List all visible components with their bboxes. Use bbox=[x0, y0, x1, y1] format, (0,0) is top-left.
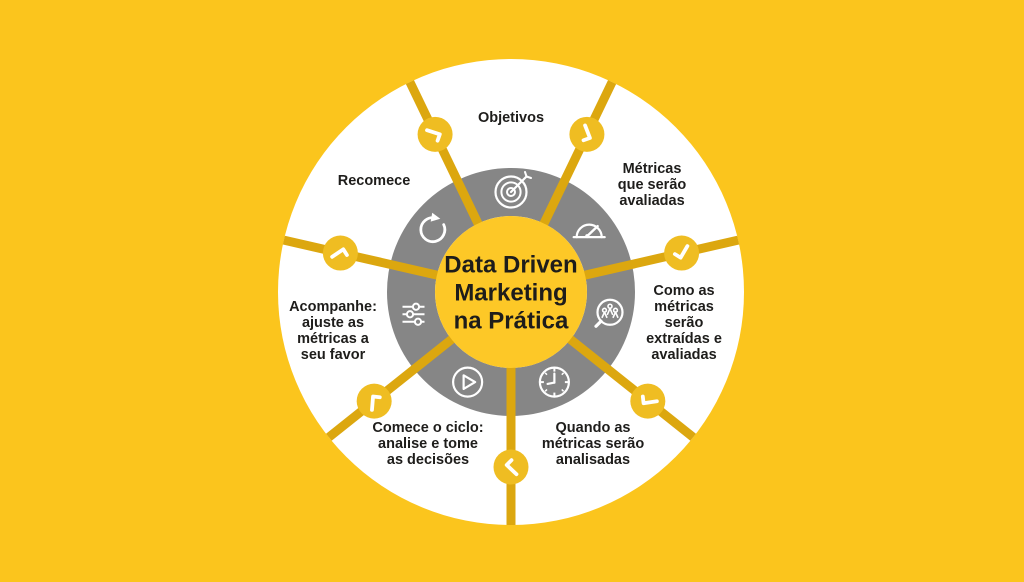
sliders-icon bbox=[402, 302, 425, 326]
target-icon bbox=[494, 171, 532, 209]
segment-label: Recomece bbox=[338, 173, 411, 189]
check-node bbox=[664, 235, 700, 271]
clock-icon bbox=[538, 366, 570, 398]
check-node bbox=[569, 116, 605, 152]
check-node bbox=[417, 116, 453, 152]
check-node bbox=[322, 235, 358, 271]
play-icon bbox=[452, 366, 484, 398]
check-node bbox=[630, 383, 666, 419]
check-icon bbox=[672, 244, 690, 260]
spoke-line bbox=[405, 80, 489, 239]
nodes-layer bbox=[322, 116, 700, 485]
check-node bbox=[356, 383, 392, 419]
check-icon bbox=[330, 247, 349, 259]
check-icon bbox=[370, 394, 382, 412]
check-icon bbox=[640, 394, 659, 406]
spoke-line bbox=[533, 80, 617, 239]
segment-label: Objetivos bbox=[478, 110, 544, 126]
check-icon bbox=[504, 458, 519, 477]
spoke-line bbox=[570, 235, 740, 283]
check-icon bbox=[581, 123, 592, 143]
check-icon bbox=[425, 128, 442, 143]
spoke-line bbox=[326, 327, 466, 441]
spoke-line bbox=[282, 235, 452, 283]
spoke-line bbox=[556, 327, 696, 441]
spokes-layer bbox=[282, 80, 740, 525]
icons-layer bbox=[402, 171, 624, 398]
center-circle bbox=[435, 216, 587, 368]
restart-icon bbox=[419, 212, 447, 244]
gauge-icon bbox=[572, 223, 606, 239]
magnifier-people-icon bbox=[594, 298, 624, 328]
check-node bbox=[493, 449, 529, 485]
